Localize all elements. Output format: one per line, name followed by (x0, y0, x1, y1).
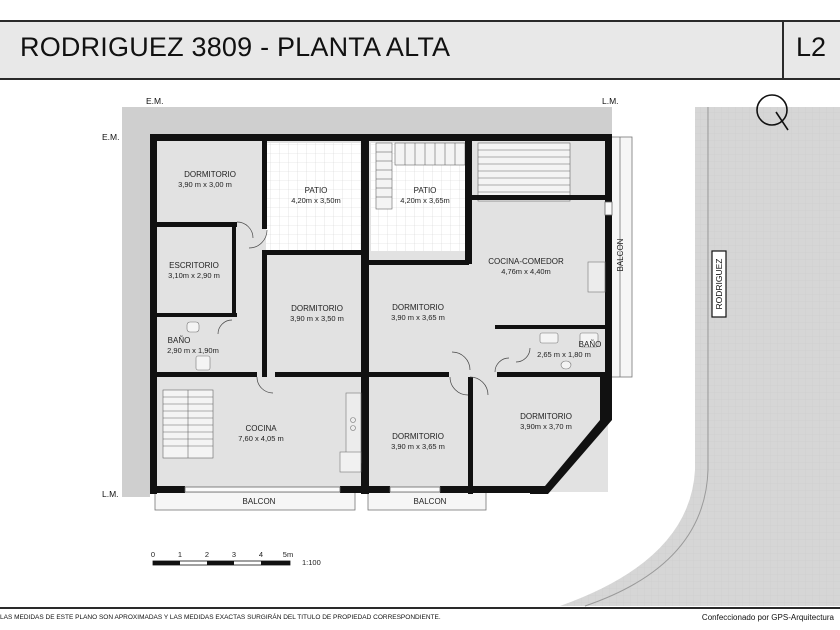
room-dims: 3,90 m x 3,00 m (178, 180, 232, 189)
room-dims: 2,65 m x 1,80 m (537, 350, 591, 359)
footer-disclaimer: LAS MEDIDAS DE ESTE PLANO SON APROXIMADA… (0, 614, 441, 621)
room-dims: 4,76m x 4,40m (501, 267, 551, 276)
room-name: DORMITORIO (291, 304, 343, 313)
sheet-code: L2 (796, 32, 827, 62)
stair-cocina (162, 389, 214, 459)
scale-ratio: 1:100 (302, 558, 321, 567)
balcony-side-label: BALCON (616, 238, 625, 271)
room-dormitorio-4: DORMITORIO 3,90 m x 3,65 m (391, 432, 445, 451)
room-dims: 4,20m x 3,50m (291, 196, 341, 205)
bathroom-fixtures (186, 321, 599, 371)
scale-tick: 5m (283, 550, 293, 559)
sidewalk-edge (584, 107, 709, 607)
street-label-box: RODRIGUEZ (711, 250, 727, 318)
kitchen-counter (339, 261, 606, 473)
street-sidewalk (560, 107, 840, 606)
room-dormitorio-2: DORMITORIO 3,90 m x 3,50 m (290, 304, 344, 323)
floor-plan: E.M. L.M. E.M. L.M. RODRIGUEZ DORMITORIO… (102, 94, 840, 607)
label-lm-top: L.M. (602, 96, 619, 106)
north-arrow-icon (756, 94, 789, 131)
scale-tick: 4 (259, 550, 263, 559)
walls (150, 134, 612, 494)
room-dims: 3,90 m x 3,65 m (391, 442, 445, 451)
room-dormitorio-3: DORMITORIO 3,90 m x 3,65 m (391, 303, 445, 322)
room-patio-2: PATIO 4,20m x 3,65m (400, 186, 450, 205)
footer-credit: Confeccionado por GPS-Arquitectura (701, 613, 834, 622)
room-bano-1: BAÑO 2,90 m x 1,90m (167, 336, 219, 355)
scale-bar: 0 1 2 3 4 5m 1:100 (151, 550, 321, 567)
label-lm-left: L.M. (102, 489, 119, 499)
room-bano-2: BAÑO 2,65 m x 1,80 m (537, 340, 601, 359)
room-name: PATIO (414, 186, 437, 195)
windows (184, 201, 613, 493)
room-dims: 4,20m x 3,65m (400, 196, 450, 205)
room-dims: 3,90 m x 3,50 m (290, 314, 344, 323)
room-name: DORMITORIO (520, 412, 572, 421)
room-name: ESCRITORIO (169, 261, 219, 270)
scale-tick: 3 (232, 550, 236, 559)
stair-comedor (477, 142, 571, 202)
patio-1-floor (266, 143, 361, 251)
room-cocina-comedor: COCINA-COMEDOR 4,76m x 4,40m (488, 257, 564, 276)
balcony-front-left-label: BALCON (243, 497, 276, 506)
room-name: COCINA-COMEDOR (488, 257, 564, 266)
room-escritorio: ESCRITORIO 3,10m x 2,90 m (168, 261, 220, 280)
room-name: COCINA (245, 424, 277, 433)
scale-tick: 2 (205, 550, 209, 559)
room-patio-1: PATIO 4,20m x 3,50m (291, 186, 341, 205)
label-em-top: E.M. (146, 96, 163, 106)
room-dormitorio-5: DORMITORIO 3,90m x 3,70 m (520, 412, 572, 431)
scale-tick: 1 (178, 550, 182, 559)
label-em-left: E.M. (102, 132, 119, 142)
room-cocina: COCINA 7,60 x 4,05 m (238, 424, 283, 443)
scale-tick: 0 (151, 550, 155, 559)
room-dims: 3,90m x 3,70 m (520, 422, 572, 431)
room-name: PATIO (305, 186, 328, 195)
room-name: DORMITORIO (392, 432, 444, 441)
room-name: DORMITORIO (392, 303, 444, 312)
room-dormitorio-1: DORMITORIO 3,90 m x 3,00 m (178, 170, 236, 189)
footer-rule (0, 607, 840, 609)
neighbor-band-left (122, 107, 150, 497)
balcony-front-right-label: BALCON (414, 497, 447, 506)
room-name: DORMITORIO (184, 170, 236, 179)
room-dims: 7,60 x 4,05 m (238, 434, 283, 443)
door-swings (217, 221, 531, 396)
room-dims: 3,10m x 2,90 m (168, 271, 220, 280)
room-name: BAÑO (168, 336, 191, 345)
street-label: RODRIGUEZ (714, 259, 724, 310)
room-name: BAÑO (579, 340, 602, 349)
room-dims: 3,90 m x 3,65 m (391, 313, 445, 322)
title-block: RODRIGUEZ 3809 - PLANTA ALTA L2 (0, 20, 840, 80)
room-dims: 2,90 m x 1,90m (167, 346, 219, 355)
plan-title: RODRIGUEZ 3809 - PLANTA ALTA (20, 32, 451, 62)
title-divider (782, 22, 784, 78)
neighbor-band-top (122, 107, 612, 134)
stair-patio (375, 142, 466, 210)
